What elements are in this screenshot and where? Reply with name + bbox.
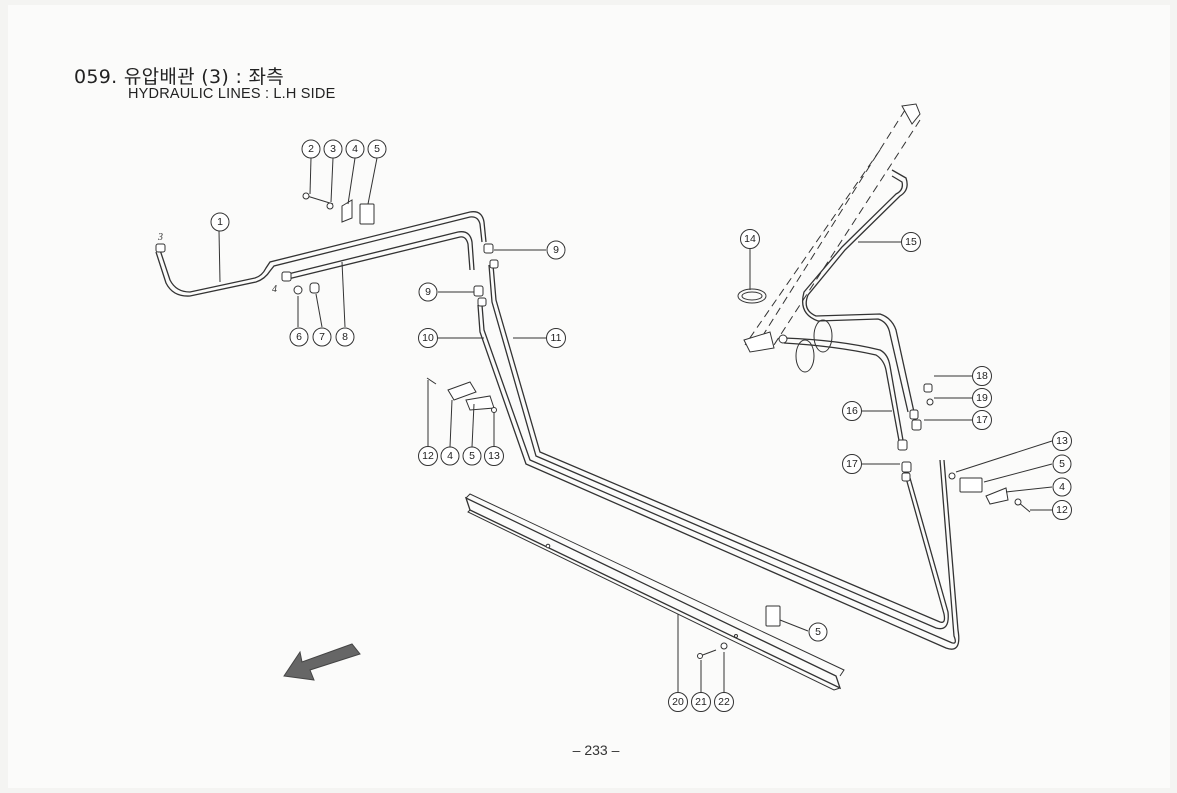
callout-2: 2: [301, 139, 321, 159]
pipe-end-tag-3: 3: [157, 232, 163, 243]
svg-text:5: 5: [374, 143, 380, 155]
svg-text:9: 9: [425, 286, 431, 298]
svg-text:13: 13: [1056, 435, 1068, 447]
callout-15: 15: [901, 232, 921, 252]
hydraulic-cylinder-outline: [743, 103, 921, 353]
callout-13-right: 13: [1052, 431, 1072, 451]
svg-text:22: 22: [718, 696, 730, 708]
svg-text:6: 6: [296, 331, 302, 343]
svg-text:17: 17: [976, 414, 988, 426]
svg-text:4: 4: [352, 143, 358, 155]
svg-text:15: 15: [905, 236, 917, 248]
leader-lines: [218, 157, 1053, 692]
svg-text:7: 7: [319, 331, 325, 343]
callout-10: 10: [418, 328, 438, 348]
svg-text:3: 3: [330, 143, 336, 155]
mounting-rail-part-20: [464, 493, 845, 691]
callout-5-right: 5: [1052, 454, 1072, 474]
callout-6: 6: [289, 327, 309, 347]
section-title-korean: 059. 유압배관 (3) : 좌측: [74, 66, 285, 88]
callout-5-middle: 5: [462, 446, 482, 466]
callout-21: 21: [691, 692, 711, 712]
callout-9-right: 9: [546, 240, 566, 260]
svg-text:4: 4: [447, 450, 453, 462]
svg-text:14: 14: [744, 233, 756, 245]
svg-text:9: 9: [553, 244, 559, 256]
pipe-part-15: [795, 169, 915, 413]
callout-14: 14: [740, 229, 760, 249]
callout-12-right: 12: [1052, 500, 1072, 520]
callout-12-middle: 12: [418, 446, 438, 466]
callout-17-upper: 17: [972, 410, 992, 430]
fitting-nuts-right: [897, 383, 934, 482]
callout-4-middle: 4: [440, 446, 460, 466]
direction-arrow: [283, 643, 361, 681]
svg-text:2: 2: [308, 143, 314, 155]
rail-bracket-part-5: [765, 605, 781, 627]
pipe-part-16: [778, 334, 905, 447]
hose-clip-part-14: [737, 288, 767, 304]
svg-text:12: 12: [422, 450, 434, 462]
callout-8: 8: [335, 327, 355, 347]
svg-text:10: 10: [422, 332, 434, 344]
svg-text:4: 4: [1059, 481, 1065, 493]
clamp-set-top: [302, 192, 375, 225]
callout-16: 16: [842, 401, 862, 421]
pipe-part-10: [477, 304, 960, 650]
svg-text:11: 11: [551, 332, 562, 344]
callout-3: 3: [323, 139, 343, 159]
pipe-part-8: [281, 231, 475, 282]
section-title-english: HYDRAULIC LINES : L.H SIDE: [128, 86, 336, 102]
svg-text:5: 5: [469, 450, 475, 462]
svg-text:12: 12: [1056, 504, 1068, 516]
svg-text:17: 17: [846, 458, 858, 470]
svg-text:5: 5: [1059, 458, 1065, 470]
callout-20: 20: [668, 692, 688, 712]
page-number: – 233 –: [572, 742, 620, 758]
callout-18: 18: [972, 366, 992, 386]
clamp-set-right: [948, 472, 1031, 513]
callout-13-middle: 13: [484, 446, 504, 466]
pipe-part-11: [488, 264, 949, 630]
svg-text:5: 5: [815, 626, 821, 638]
bolt-washer-21-22: [697, 642, 728, 659]
clamp-set-middle: [426, 377, 497, 413]
callout-5-rail: 5: [808, 622, 828, 642]
callout-17-lower: 17: [842, 454, 862, 474]
svg-text:20: 20: [672, 696, 684, 708]
svg-text:21: 21: [695, 696, 707, 708]
callout-7: 7: [312, 327, 332, 347]
callout-19: 19: [972, 388, 992, 408]
pipe-part-1: [155, 211, 487, 297]
svg-text:13: 13: [488, 450, 500, 462]
callout-4-right: 4: [1052, 477, 1072, 497]
svg-text:19: 19: [976, 392, 988, 404]
svg-text:16: 16: [846, 405, 858, 417]
callout-22: 22: [714, 692, 734, 712]
callout-1: 1: [210, 212, 230, 232]
callout-11: 11: [546, 328, 566, 348]
fitting-nuts: [155, 243, 499, 307]
svg-text:8: 8: [342, 331, 348, 343]
svg-text:18: 18: [976, 370, 988, 382]
callout-9-left: 9: [418, 282, 438, 302]
callout-4-top: 4: [345, 139, 365, 159]
svg-text:1: 1: [217, 216, 223, 228]
callout-5-top: 5: [367, 139, 387, 159]
pipe-end-tag-4: 4: [272, 284, 277, 295]
